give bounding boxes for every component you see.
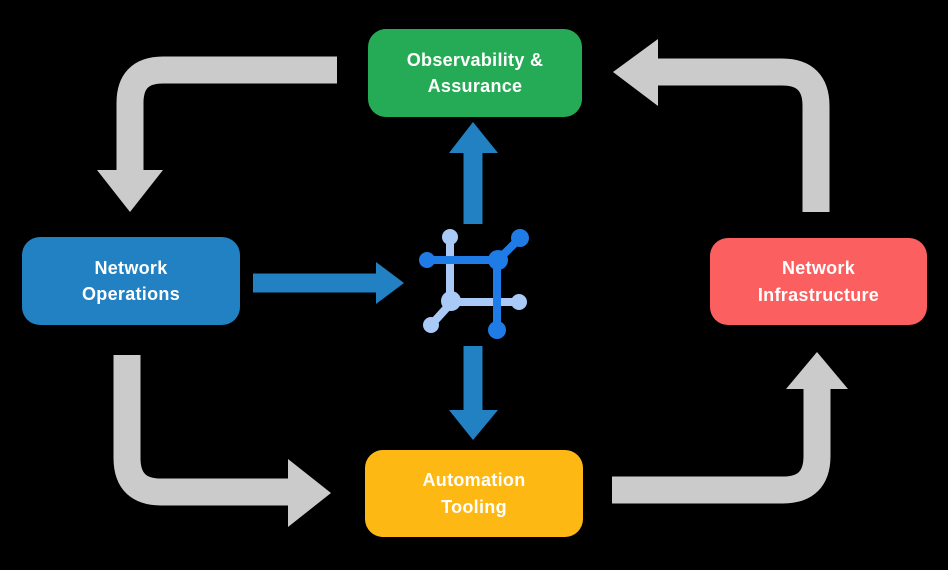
node-observability-assurance: Observability & Assurance (368, 29, 582, 117)
arrow-head-down-icon (449, 410, 498, 440)
arrow-center-to-automation (449, 346, 498, 440)
arrow-head-up-icon (786, 352, 848, 389)
network-mesh-icon-secondary-layer (423, 229, 527, 333)
icon-node (423, 317, 439, 333)
node-label-line: Network (94, 257, 168, 278)
icon-node (442, 229, 458, 245)
network-mesh-icon (419, 229, 529, 339)
node-automation-tooling: Automation Tooling (365, 450, 583, 537)
node-label-line: Observability & (406, 49, 544, 70)
icon-node (488, 321, 506, 339)
arrow-head-right-icon (288, 459, 331, 527)
node-network-operations: Network Operations (22, 237, 240, 325)
arrow-shaft (116, 56, 337, 171)
arrow-observability-to-operations (97, 56, 337, 212)
node-label-line: Network (781, 258, 856, 279)
icon-node (511, 229, 529, 247)
node-label-line: Operations (81, 284, 181, 304)
icon-node (441, 291, 461, 311)
icon-node (511, 294, 527, 310)
node-label-line: Assurance (427, 76, 523, 96)
arrow-infrastructure-to-observability (613, 39, 830, 212)
icon-node (419, 252, 435, 268)
arrow-head-right-icon (376, 262, 404, 304)
arrow-operations-to-automation (113, 355, 331, 527)
arrow-head-left-icon (613, 39, 658, 106)
arrow-head-up-icon (449, 122, 498, 153)
node-network-infrastructure: Network Infrastructure (710, 238, 927, 325)
node-label-line: Tooling (441, 496, 507, 517)
arrow-operations-to-center (253, 262, 404, 304)
arrow-center-to-observability (449, 122, 498, 224)
arrow-head-down-icon (97, 170, 163, 212)
icon-node (488, 250, 508, 270)
node-label-line: Automation (422, 470, 526, 491)
node-label-line: Infrastructure (757, 284, 880, 305)
arrow-shaft (656, 58, 830, 212)
arrow-automation-to-infrastructure (612, 352, 848, 504)
arrow-shaft (612, 389, 831, 504)
network-mesh-icon-primary-layer (419, 229, 529, 339)
arrow-shaft (113, 355, 288, 506)
